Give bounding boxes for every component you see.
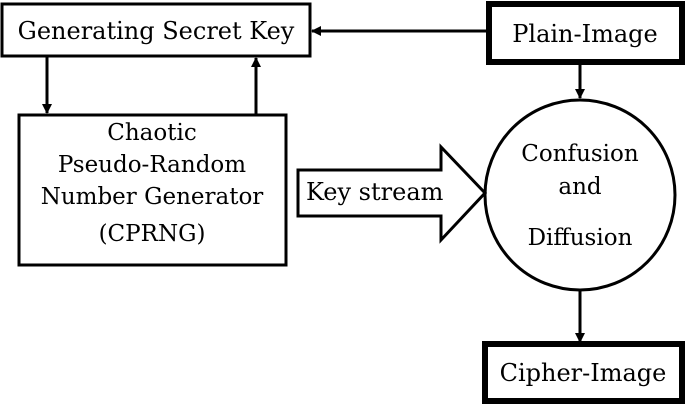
cipher-image-label: Cipher-Image bbox=[500, 359, 667, 387]
generating-secret-key-node: Generating Secret Key bbox=[0, 2, 312, 58]
cipher-image-box bbox=[482, 341, 685, 404]
confusion-diffusion-line-2: and bbox=[558, 174, 602, 200]
confusion-diffusion-line-3: Diffusion bbox=[528, 225, 633, 251]
key-stream-edge: Key stream bbox=[296, 143, 488, 244]
cprng-label-line-3: Number Generator bbox=[41, 184, 264, 210]
generating-secret-key-box bbox=[0, 2, 312, 58]
plain-image-node: Plain-Image bbox=[486, 1, 685, 65]
cprng-label-line-4: (CPRNG) bbox=[99, 221, 206, 247]
confusion-diffusion-line-1: Confusion bbox=[521, 141, 639, 167]
cprng-node: Chaotic Pseudo-Random Number Generator (… bbox=[17, 113, 288, 267]
cprng-label-line-2: Pseudo-Random bbox=[58, 152, 246, 178]
cipher-image-node: Cipher-Image bbox=[482, 341, 685, 404]
key-stream-block-arrow bbox=[296, 143, 488, 244]
plain-image-box bbox=[486, 1, 685, 65]
key-stream-label: Key stream bbox=[306, 178, 444, 206]
cprng-label-line-1: Chaotic bbox=[107, 120, 196, 146]
plain-image-label: Plain-Image bbox=[512, 20, 658, 48]
confusion-diffusion-node: Confusion and Diffusion bbox=[483, 98, 677, 292]
cprng-box bbox=[17, 113, 288, 267]
generating-secret-key-label: Generating Secret Key bbox=[18, 17, 295, 45]
